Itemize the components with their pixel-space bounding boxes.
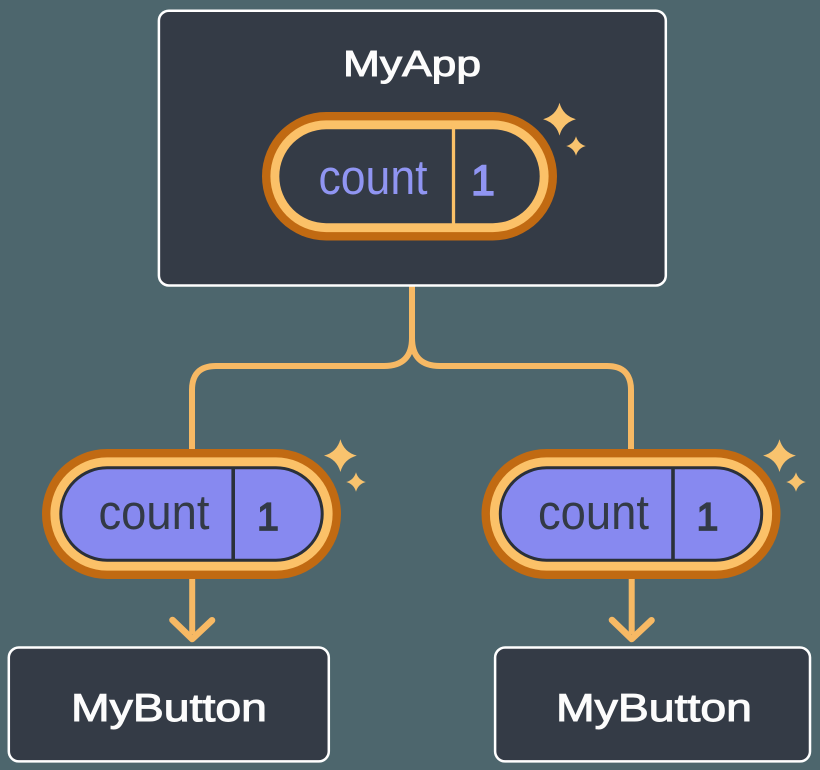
svg-text:MyButton: MyButton — [71, 687, 267, 730]
svg-text:MyApp: MyApp — [343, 43, 481, 84]
svg-text:count: count — [319, 151, 428, 205]
svg-text:1: 1 — [257, 496, 279, 539]
svg-text:count: count — [99, 486, 210, 540]
svg-text:1: 1 — [471, 157, 495, 205]
svg-text:1: 1 — [697, 496, 719, 539]
svg-text:MyButton: MyButton — [556, 687, 752, 730]
svg-text:count: count — [538, 486, 649, 540]
